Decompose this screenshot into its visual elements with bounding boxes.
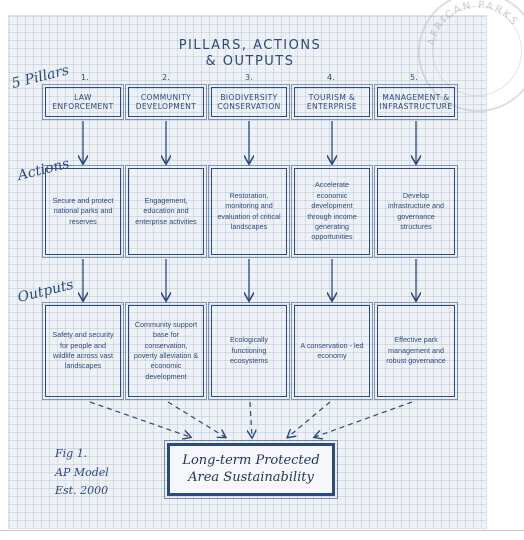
output-box-2: Community support base for conservation,…: [125, 302, 207, 400]
action-box-4: Accelerate economic development through …: [291, 165, 373, 258]
pillar-box-tourism-enterprise: Tourism & Enterprise: [291, 84, 373, 120]
pillar-box-law-enforcement: Law Enforcement: [42, 84, 124, 120]
output-box-4: A conservation - led economy: [291, 302, 373, 400]
output-box-3: Ecologically functioning ecosystems: [208, 302, 290, 400]
pillar-number-3: 3.: [245, 73, 253, 82]
figure-note-line1: Fig 1.: [55, 447, 88, 460]
bottom-border-strip: [0, 530, 524, 540]
pillar-box-biodiversity-conservation: Biodiversity Conservation: [208, 84, 290, 120]
dashed-arrow-output-1: [89, 401, 190, 437]
pillar-number-2: 2.: [162, 73, 170, 82]
pillar-box-management-infrastructure: Management & Infrastructure: [374, 84, 458, 120]
dashed-arrow-output-3: [250, 401, 252, 437]
dashed-arrow-output-4: [288, 401, 331, 437]
output-box-5: Effective park management and robust gov…: [374, 302, 458, 400]
african-parks-seal: AFRICAN PARKS: [418, 0, 524, 112]
figure-note-line3: Est. 2000: [55, 484, 109, 497]
graph-paper-sheet: [9, 16, 486, 528]
figure-note-line2: AP Model: [55, 466, 109, 479]
action-box-3: Restoration, monitoring and evaluation o…: [208, 165, 290, 258]
diagram-title-line2: & OUTPUTS: [205, 54, 295, 69]
final-box-line1: Long-term Protected: [182, 453, 320, 469]
pillar-number-1: 1.: [81, 73, 89, 82]
final-box-line2: Area Sustainability: [188, 469, 314, 485]
dashed-arrow-output-5: [315, 401, 413, 437]
long-term-sustainability-box: Long-term Protected Area Sustainability: [164, 440, 338, 499]
action-box-1: Secure and protect national parks and re…: [42, 165, 124, 258]
action-box-5: Develop infrastructure and governance st…: [374, 165, 458, 258]
action-box-2: Engagement, education and enterprise act…: [125, 165, 207, 258]
diagram-title-line1: PILLARS, ACTIONS: [178, 38, 322, 53]
pillar-box-community-development: Community Development: [125, 84, 207, 120]
output-box-1: Safety and security for people and wildl…: [42, 302, 124, 400]
pillar-number-4: 4.: [327, 73, 335, 82]
dashed-arrow-output-2: [167, 401, 225, 437]
pillar-number-5: 5.: [410, 73, 418, 82]
